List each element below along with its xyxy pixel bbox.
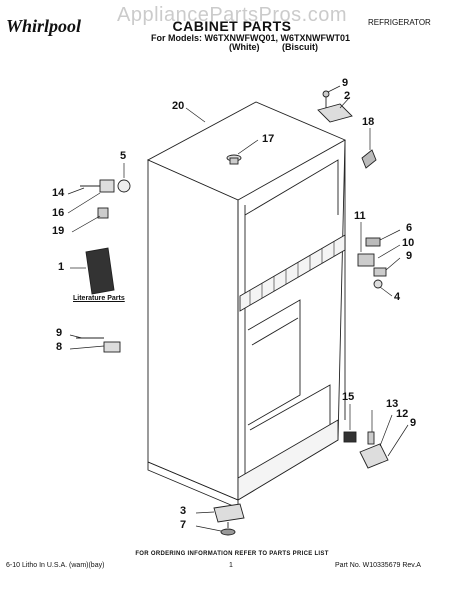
bottom-rail: [237, 419, 339, 501]
callout-7: 7: [180, 519, 187, 531]
cabinet-bracket-small: [76, 337, 121, 353]
liner-shelf-line: [251, 317, 299, 346]
cabinet-plug: [226, 154, 242, 165]
callout-3: 3: [180, 505, 187, 517]
mullion-divider: [239, 234, 346, 312]
callout-10: 10: [402, 237, 415, 249]
callout-9-center: 9: [406, 250, 413, 262]
footer-print-info: 6-10 Litho In U.S.A. (wam)(bay): [6, 562, 105, 569]
hinge-cover: [361, 149, 377, 169]
freezer-opening: [244, 159, 339, 216]
callout-1: 1: [58, 261, 65, 273]
bottom-hinge-assembly: [343, 431, 389, 469]
callout-9-left: 9: [56, 327, 63, 339]
page-title: CABINET PARTS: [172, 18, 292, 34]
callout-2: 2: [344, 90, 351, 102]
callout-18: 18: [362, 116, 375, 128]
leveling-leg-assembly: [213, 503, 245, 536]
callout-5: 5: [120, 150, 127, 162]
callout-13: 13: [386, 398, 399, 410]
callout-14: 14: [52, 187, 65, 199]
leader-lines: [67, 85, 409, 532]
footer-page-number: 1: [229, 562, 233, 569]
literature-parts-label: Literature Parts: [73, 295, 125, 302]
callout-12: 12: [396, 408, 409, 420]
ordering-note: FOR ORDERING INFORMATION REFER TO PARTS …: [135, 551, 329, 557]
callout-15: 15: [342, 391, 355, 403]
model-numbers: For Models: W6TXNWFWQ01, W6TXNWFWT01: [151, 33, 350, 43]
center-hinge-assembly: [357, 237, 387, 289]
callout-17: 17: [262, 133, 275, 145]
callout-8: 8: [56, 341, 63, 353]
footer-part-number: Part No. W10335679 Rev.A: [335, 562, 421, 569]
callout-20: 20: [172, 100, 185, 112]
callout-11: 11: [354, 210, 366, 222]
fresh-food-liner: [247, 299, 301, 426]
category-label: REFRIGERATOR: [368, 18, 431, 27]
handle-bracket-assembly: [80, 179, 131, 219]
cabinet-left-side: [147, 159, 239, 501]
liner-bottom-line: [249, 384, 331, 432]
callout-16: 16: [52, 207, 65, 219]
literature-booklet: [85, 247, 115, 295]
callout-19: 19: [52, 225, 65, 237]
mullion-hatch: [249, 241, 335, 305]
callout-4: 4: [394, 291, 401, 303]
top-hinge-screw: [322, 90, 330, 108]
callout-9-bottom: 9: [410, 417, 417, 429]
callout-9-top: 9: [342, 77, 349, 89]
watermark-text: AppliancePartsPros.com: [117, 4, 347, 26]
cabinet-front-frame: [237, 139, 346, 501]
top-hinge: [317, 103, 353, 123]
color-white-label: (White): [229, 42, 260, 52]
callout-6: 6: [406, 222, 413, 234]
brand-logo: Whirlpool: [6, 16, 82, 36]
color-biscuit-label: (Biscuit): [282, 42, 318, 52]
